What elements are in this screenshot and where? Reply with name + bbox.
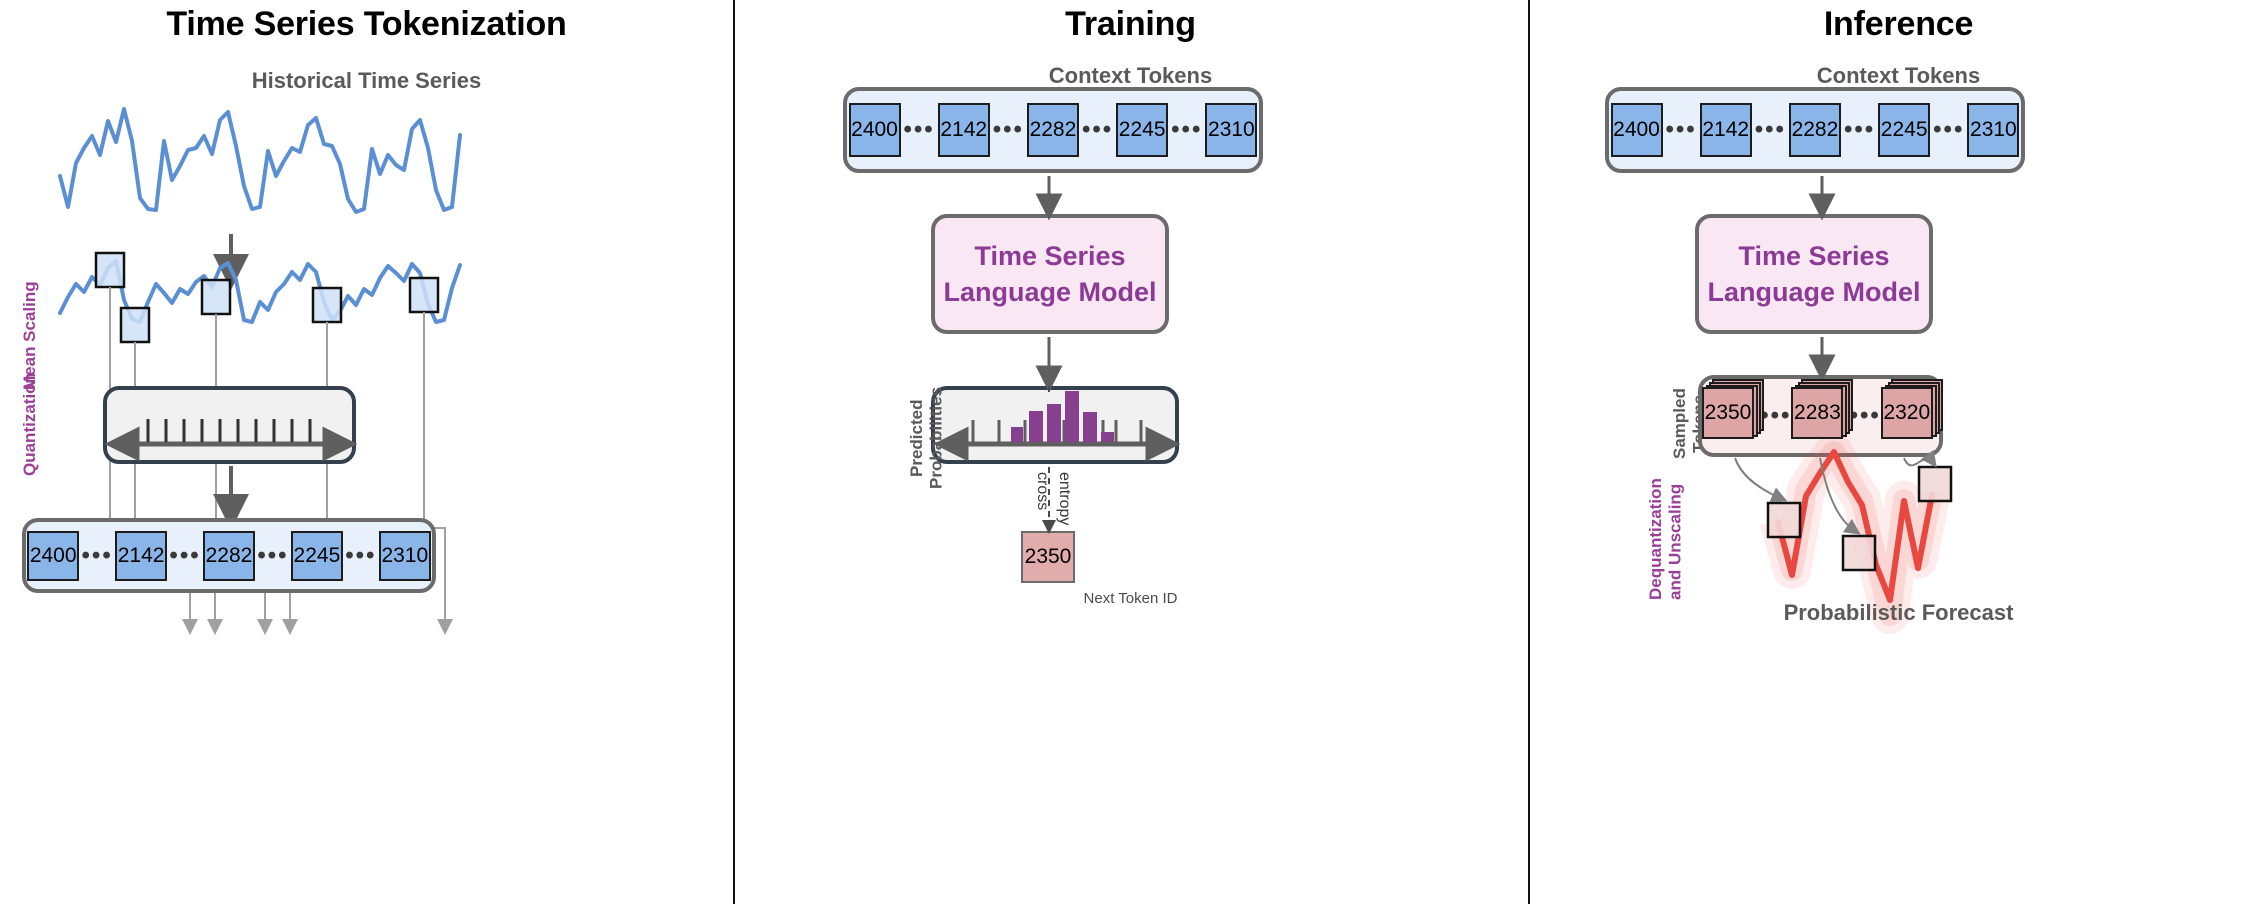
- forecast-marker-1: [1766, 501, 1802, 539]
- sampled-token-stack[interactable]: 2350: [1702, 379, 1764, 445]
- sampled-token-stack[interactable]: 2320: [1880, 379, 1943, 445]
- historical-series-polyline: [58, 107, 462, 214]
- panel-training: Training Context Tokens 2400 ••• 2142 ••…: [733, 0, 1528, 904]
- page-title-inference: Inference: [1823, 5, 1974, 43]
- next-token-id-caption: Next Token ID: [1083, 590, 1178, 607]
- token-box[interactable]: 2400: [27, 530, 80, 581]
- context-tokens-bar-inference[interactable]: 2400 ••• 2142 ••• 2282 ••• 2245 ••• 2310: [1605, 87, 2025, 173]
- entropy-label: entropy: [1056, 472, 1073, 526]
- sample-box-4: [311, 286, 343, 324]
- historical-series-chart: [58, 107, 462, 324]
- historical-series-caption: Historical Time Series: [251, 68, 482, 93]
- mean-scaled-series-polyline: [58, 259, 462, 324]
- cross-label: cross: [1034, 472, 1051, 511]
- quantization-axis: [104, 419, 358, 530]
- token-box[interactable]: 2310: [378, 530, 431, 581]
- token-box[interactable]: 2400: [848, 103, 901, 157]
- training-flow-arrows: [933, 176, 1181, 534]
- model-label-line1: Time Series: [1738, 240, 1890, 271]
- sampled-token-box[interactable]: 2283: [1791, 387, 1844, 439]
- sample-box-5: [408, 276, 440, 314]
- probabilistic-forecast-chart: [1734, 176, 1953, 634]
- token-box[interactable]: 2142: [1699, 103, 1752, 157]
- page-title-training: Training: [1065, 5, 1196, 43]
- context-tokens-bar-training[interactable]: 2400 ••• 2142 ••• 2282 ••• 2245 ••• 2310: [843, 87, 1263, 173]
- sample-box-3: [200, 278, 232, 316]
- predicted-probability-bars: [1011, 391, 1114, 442]
- context-tokens-caption-tokenization: Context Tokens: [0, 598, 228, 624]
- token-box[interactable]: 2310: [1967, 103, 2020, 157]
- token-box[interactable]: 2282: [1788, 103, 1841, 157]
- token-box[interactable]: 2245: [1116, 103, 1169, 157]
- token-box[interactable]: 2142: [115, 530, 168, 581]
- token-box[interactable]: 2282: [202, 530, 255, 581]
- panel-divider-2: [1528, 0, 1530, 904]
- context-tokens-caption-inference: Context Tokens: [1816, 63, 1981, 88]
- token-box[interactable]: 2142: [937, 103, 990, 157]
- forecast-marker-2: [1841, 534, 1877, 572]
- context-tokens-caption-training: Context Tokens: [1048, 63, 1213, 88]
- panel-tokenization: Time Series Tokenization Historical Time…: [0, 0, 733, 904]
- token-box[interactable]: 2310: [1205, 103, 1258, 157]
- probabilistic-forecast-caption: Probabilistic Forecast: [1783, 600, 2014, 625]
- panel-divider-1: [733, 0, 735, 904]
- sampled-token-box[interactable]: 2320: [1880, 387, 1933, 439]
- forecast-marker-3: [1917, 465, 1953, 503]
- ellipsis: •••: [81, 541, 113, 569]
- page-title-tokenization: Time Series Tokenization: [166, 5, 567, 43]
- model-label-line2: Language Model: [943, 277, 1157, 307]
- token-box[interactable]: 2245: [290, 530, 343, 581]
- context-tokens-bar-tokenization[interactable]: 2400 ••• 2142 ••• 2282 ••• 2245 ••• 2310: [22, 518, 436, 593]
- sampled-token-stack[interactable]: 2283: [1791, 379, 1854, 445]
- sampled-token-box[interactable]: 2350: [1702, 387, 1754, 439]
- model-label-line2: Language Model: [1707, 277, 1921, 307]
- forecast-line: [1775, 449, 1935, 603]
- token-box[interactable]: 2245: [1878, 103, 1931, 157]
- model-label-line1: Time Series: [974, 240, 1126, 271]
- ellipsis: •••: [257, 541, 289, 569]
- ellipsis: •••: [345, 541, 377, 569]
- panel-inference: Inference Context Tokens 2400 ••• 2142 •…: [1530, 0, 2267, 904]
- time-series-language-model-box-training[interactable]: Time Series Language Model: [931, 214, 1169, 334]
- token-box[interactable]: 2282: [1026, 103, 1079, 157]
- ellipsis: •••: [169, 541, 201, 569]
- token-box[interactable]: 2400: [1610, 103, 1663, 157]
